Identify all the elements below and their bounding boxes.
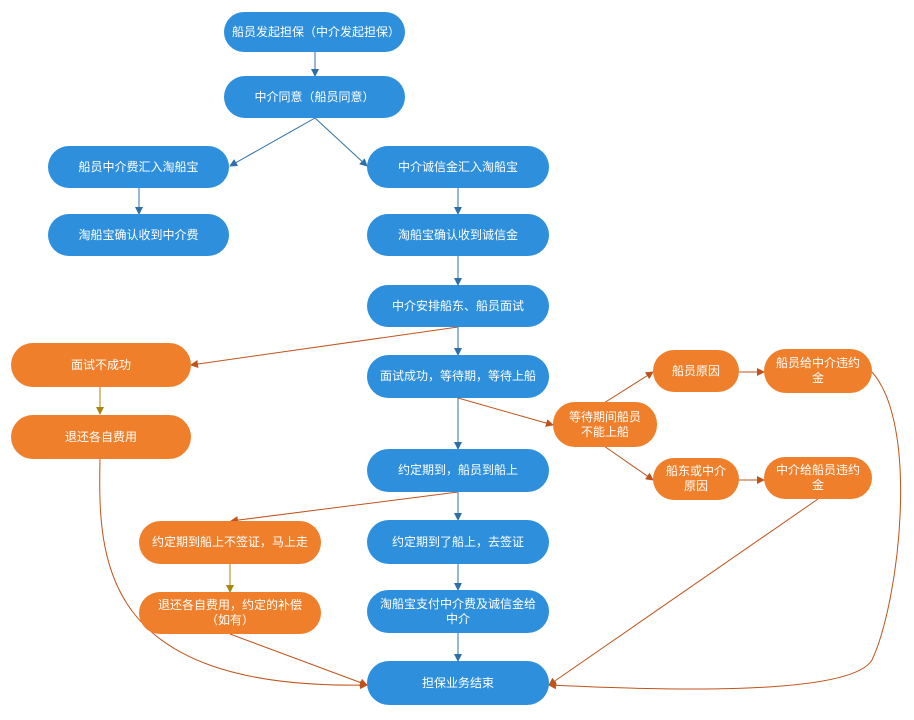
- node-n3[interactable]: 船员中介费汇入淘船宝: [48, 146, 229, 188]
- node-n19[interactable]: 退还各自费用，约定的补偿 （如有）: [139, 592, 321, 634]
- node-n12[interactable]: 船员原因: [653, 350, 739, 392]
- node-n1[interactable]: 船员发起担保（中介发起担保）: [224, 12, 405, 52]
- node-n21[interactable]: 担保业务结束: [367, 661, 549, 705]
- edge-n10-n21: [99, 458, 368, 690]
- node-n8[interactable]: 面试不成功: [11, 343, 191, 387]
- edge-n9-n11: [457, 397, 554, 427]
- node-n20[interactable]: 淘船宝支付中介费及诚信金给 中介: [367, 590, 549, 633]
- node-n9[interactable]: 面试成功，等待期，等待上船: [367, 355, 549, 398]
- node-n18[interactable]: 约定期到了船上，去签证: [367, 520, 549, 564]
- node-n5[interactable]: 淘船宝确认收到中介费: [48, 214, 229, 256]
- node-n2[interactable]: 中介同意（船员同意）: [224, 76, 405, 118]
- edge-n11-n12: [603, 371, 654, 404]
- node-n14[interactable]: 约定期到，船员到船上: [367, 449, 549, 492]
- node-n7[interactable]: 中介安排船东、船员面试: [367, 285, 549, 327]
- node-n13[interactable]: 船员给中介违约 金: [764, 349, 872, 393]
- node-n17[interactable]: 约定期到船上不签证，马上走: [139, 521, 321, 564]
- edge-n14-n17: [230, 491, 459, 525]
- node-n15[interactable]: 船东或中介 原因: [653, 458, 739, 500]
- edge-n13-n21: [548, 369, 902, 690]
- node-n10[interactable]: 退还各自费用: [11, 415, 191, 459]
- edge-n2-n3: [229, 117, 316, 167]
- node-n11[interactable]: 等待期间船员 不能上船: [553, 402, 657, 447]
- node-n6[interactable]: 淘船宝确认收到诚信金: [367, 214, 549, 256]
- edge-n11-n15: [603, 445, 654, 481]
- node-n16[interactable]: 中介给船员违约 金: [764, 457, 872, 499]
- edge-n2-n4: [314, 117, 368, 167]
- node-n4[interactable]: 中介诚信金汇入淘船宝: [367, 146, 549, 188]
- edge-n16-n21: [548, 498, 819, 686]
- edge-n19-n21: [229, 633, 368, 687]
- edge-n7-n8: [190, 326, 459, 368]
